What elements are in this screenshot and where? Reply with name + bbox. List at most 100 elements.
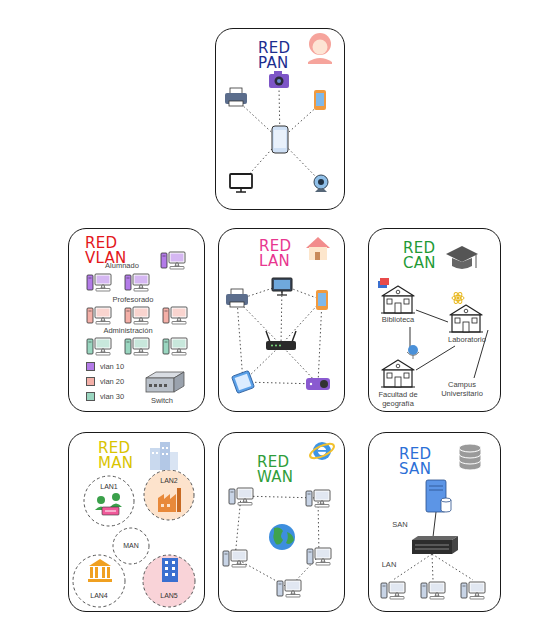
switch-icon xyxy=(174,372,184,392)
city-icon xyxy=(170,452,178,470)
tablet-icon xyxy=(231,370,254,393)
router-icon xyxy=(266,331,270,342)
campus-links xyxy=(416,310,448,322)
camera-icon xyxy=(277,79,281,83)
pan-links xyxy=(243,140,280,181)
legend-row: vlan 10 xyxy=(86,362,124,371)
lan-circle: LAN1 xyxy=(83,475,135,527)
projector-icon xyxy=(306,378,330,390)
city-icon xyxy=(166,447,168,449)
printer-icon xyxy=(225,88,247,106)
building-icon xyxy=(381,360,415,387)
lan-links xyxy=(243,382,318,384)
monitor-icon xyxy=(272,278,292,295)
globe-icon xyxy=(273,527,283,544)
projector-icon xyxy=(320,380,328,388)
building-icon xyxy=(449,305,483,332)
server-icon xyxy=(426,480,451,512)
pc-icon xyxy=(306,490,330,507)
circle-outline xyxy=(142,554,196,608)
camera-icon xyxy=(269,71,289,88)
switch-icon xyxy=(159,384,162,387)
circle-label: LAN1 xyxy=(83,483,135,491)
pc-icon xyxy=(87,338,111,355)
circle-outline xyxy=(83,475,135,527)
legend-text: vlan 30 xyxy=(100,392,124,401)
person-icon xyxy=(308,33,332,64)
graduation-cap-icon xyxy=(446,246,478,269)
circle-shape xyxy=(144,470,194,520)
phone-icon xyxy=(272,126,288,153)
pc-icon xyxy=(277,580,301,597)
lan-links xyxy=(237,300,243,382)
smartphone-icon xyxy=(316,290,328,310)
lan-links xyxy=(237,300,281,345)
projector-icon xyxy=(310,383,312,385)
text-label: Profesorado xyxy=(98,296,168,305)
house-icon xyxy=(309,247,327,260)
database-icon xyxy=(459,454,481,458)
lan-circle: MAN xyxy=(112,527,150,565)
house-icon xyxy=(306,237,330,260)
text-label: Campus Universitario xyxy=(434,381,490,398)
pc-icon xyxy=(125,307,149,324)
text-label: Alumnado xyxy=(92,262,152,271)
legend-text: vlan 10 xyxy=(100,362,124,371)
pc-icon xyxy=(125,338,149,355)
browser-icon xyxy=(313,442,331,460)
atom-icon xyxy=(452,296,464,301)
server-icon xyxy=(426,480,446,512)
pc-icon xyxy=(421,582,445,599)
pc-icon xyxy=(161,252,185,269)
san-links xyxy=(393,554,432,580)
atom-icon xyxy=(453,292,463,305)
network-card: RED SAN xyxy=(368,432,501,612)
wan-links xyxy=(289,556,319,588)
monitor-icon xyxy=(281,291,282,295)
pc-icon xyxy=(163,338,187,355)
camera-icon xyxy=(275,77,284,86)
book-icon xyxy=(380,278,389,285)
database-icon xyxy=(459,444,481,470)
text-label: SAN xyxy=(385,521,415,530)
pc-icon xyxy=(125,274,149,291)
san-links xyxy=(432,554,473,580)
city-icon xyxy=(162,447,164,449)
printer-icon xyxy=(231,289,243,295)
database-icon xyxy=(459,448,481,470)
text-label: Switch xyxy=(142,397,182,406)
webcam-icon xyxy=(315,189,327,192)
city-icon xyxy=(160,442,170,470)
wan-links xyxy=(235,496,319,588)
circle-label: LAN5 xyxy=(142,592,196,600)
card-title: RED PAN xyxy=(258,41,290,71)
graduation-cap-icon xyxy=(446,246,478,262)
webcam-icon xyxy=(314,175,328,192)
atom-icon xyxy=(453,292,463,305)
pan-links xyxy=(240,88,320,181)
legend-text: vlan 20 xyxy=(100,377,124,386)
circle-shape xyxy=(73,555,125,607)
printer-icon xyxy=(225,93,247,104)
lan-links xyxy=(243,345,281,382)
circle-outline xyxy=(143,469,195,521)
card-title: RED WAN xyxy=(257,455,293,485)
router-icon xyxy=(266,331,296,350)
server-icon xyxy=(429,486,443,487)
browser-icon xyxy=(308,441,336,461)
switch-icon xyxy=(149,384,152,387)
city-icon xyxy=(162,453,164,455)
person-icon xyxy=(313,40,328,55)
legend-row: vlan 30 xyxy=(86,392,124,401)
switch-icon xyxy=(154,384,157,387)
rack-switch-icon xyxy=(415,545,449,546)
circle-label: MAN xyxy=(112,542,150,550)
pan-links xyxy=(280,140,320,181)
book-icon xyxy=(378,278,389,288)
smartphone-icon xyxy=(316,93,324,106)
legend-swatch xyxy=(86,377,95,386)
database-icon xyxy=(459,460,481,464)
lan-circle: LAN2 xyxy=(143,469,195,521)
